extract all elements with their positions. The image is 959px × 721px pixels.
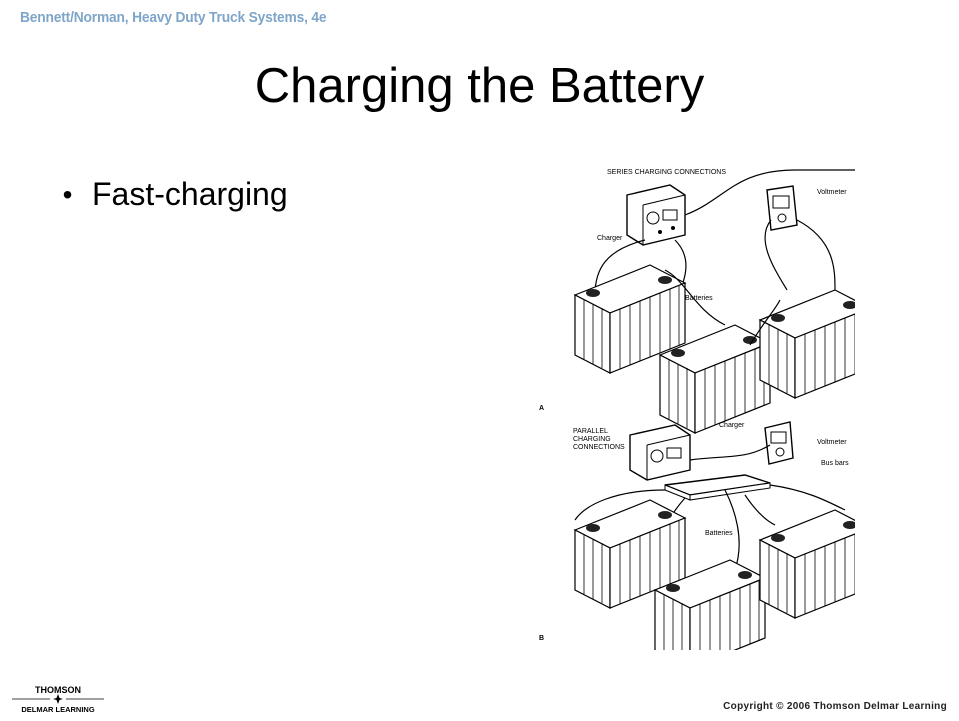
voltmeter-a-illustration (766, 185, 798, 231)
charger-a-illustration (626, 184, 686, 246)
voltmeter-b-illustration (764, 421, 794, 465)
star-icon (53, 694, 63, 704)
voltmeter-b-label: Voltmeter (817, 439, 847, 446)
parallel-caption-line-3: CONNECTIONS (573, 444, 625, 451)
bullet-list: • Fast-charging (55, 176, 288, 213)
book-title-header: Bennett/Norman, Heavy Duty Truck Systems… (20, 9, 327, 26)
bullet-dot-icon: • (62, 178, 73, 210)
bus-bars-label: Bus bars (821, 460, 849, 467)
bullet-text: Fast-charging (92, 176, 288, 212)
parallel-caption-line-1: PARALLEL (573, 428, 608, 435)
logo-thomson-text: THOMSON (35, 685, 81, 695)
panel-b-letter: B (539, 635, 544, 642)
slide-title: Charging the Battery (254, 59, 705, 113)
voltmeter-a-label: Voltmeter (817, 189, 847, 196)
logo-delmar-text: DELMAR LEARNING (21, 705, 94, 714)
panel-a-letter: A (539, 405, 544, 412)
bullet-item: • Fast-charging (55, 176, 288, 213)
series-caption: SERIES CHARGING CONNECTIONS (607, 169, 726, 176)
copyright-notice: Copyright © 2006 Thomson Delmar Learning (723, 701, 947, 712)
charger-b-label: Charger (719, 422, 745, 429)
thomson-delmar-logo: THOMSON DELMAR LEARNING (12, 684, 104, 721)
battery-charging-illustration: SERIES CHARGING CONNECTIONS Charger Volt… (539, 169, 855, 650)
parallel-caption-line-2: CHARGING (573, 436, 611, 443)
batteries-b-label: Batteries (705, 530, 733, 537)
charger-b-illustration (629, 424, 691, 481)
charger-a-label: Charger (597, 235, 623, 242)
batteries-a-label: Batteries (685, 295, 713, 302)
bus-bars-illustration (664, 474, 771, 501)
